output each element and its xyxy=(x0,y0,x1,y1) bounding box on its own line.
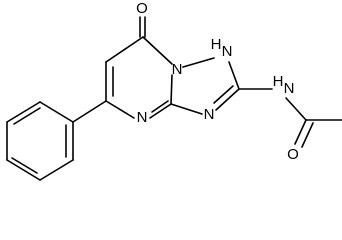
bond-nh-amide-carbonyl xyxy=(285,97,307,121)
amide-nitrogen-label: N xyxy=(284,80,295,97)
amide-nh-h-label: H xyxy=(273,73,284,90)
bond-c5-n4 xyxy=(105,100,135,119)
bond-c7-c6 xyxy=(105,36,144,63)
chemical-structure-diagram: O N H N N N H N O xyxy=(6,0,342,181)
acetyl-oxygen-label: O xyxy=(287,146,299,163)
bond-amide-c-o-double-1 xyxy=(294,119,307,145)
bond-c2-n3-double xyxy=(213,85,234,104)
bond-amide-c-o-double-2 xyxy=(301,122,314,148)
bond-n4-c3a xyxy=(149,103,172,119)
ring-nh-label: N xyxy=(222,43,233,60)
phenyl-bond-5 xyxy=(6,101,41,123)
phenyl-bond-3 xyxy=(6,159,41,181)
phenyl-inner-bond-2 xyxy=(11,157,38,174)
bond-c7-n1 xyxy=(142,36,173,65)
phenyl-bond-2 xyxy=(39,159,74,181)
phenyl-bond-6 xyxy=(39,101,74,123)
molecule-canvas: O N H N N N H N O xyxy=(6,0,342,181)
bond-n3-c3a xyxy=(170,103,203,115)
pyrimidine-nitrogen-label: N xyxy=(137,109,148,126)
bond-c5-phenyl xyxy=(72,100,107,123)
bond-nh-c2 xyxy=(228,61,240,90)
bond-c2-n3 xyxy=(215,88,240,111)
ring-nh-h-label: H xyxy=(211,36,222,53)
bond-n1-nh xyxy=(182,57,215,68)
phenyl-inner-bond-3 xyxy=(13,107,41,125)
bond-c3a-n1 xyxy=(170,74,173,105)
bond-n4-c3a-double xyxy=(151,100,169,113)
carbonyl-oxygen-label: O xyxy=(136,0,148,17)
triazole-nitrogen-label: N xyxy=(204,106,215,123)
bridge-nitrogen-label: N xyxy=(172,61,183,78)
